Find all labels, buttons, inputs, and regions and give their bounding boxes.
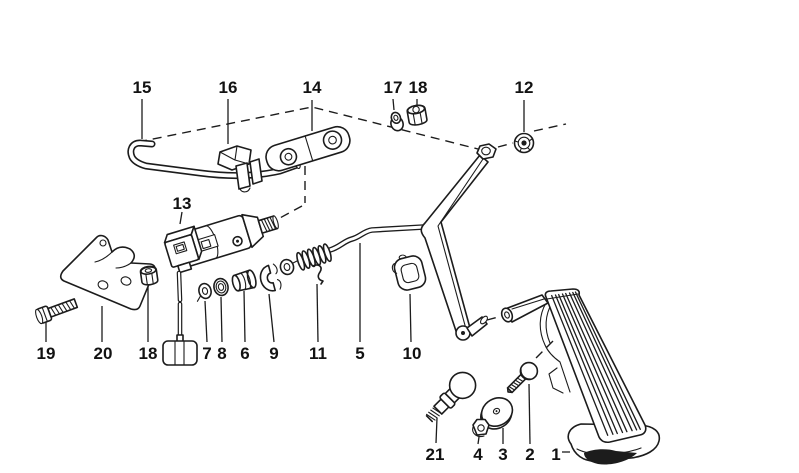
part-14-sleeve: [265, 125, 351, 172]
part-17-washer: [390, 111, 404, 132]
label-13: 13: [173, 194, 192, 213]
label-21: 21: [426, 445, 445, 464]
part-13-actuator: [162, 213, 279, 366]
part-4-nut: [472, 418, 490, 438]
label-17: 17: [384, 78, 403, 97]
part-10-grommet: [391, 254, 427, 291]
label-14: 14: [303, 78, 322, 97]
part-20-bracket: [59, 234, 156, 311]
part-6-bushing: [231, 269, 257, 292]
part-11-hook: [312, 264, 324, 285]
part-18-nut-bottom: [139, 265, 159, 286]
lever-arm: [420, 143, 497, 341]
label-3: 3: [498, 445, 507, 464]
label-11: 11: [309, 344, 327, 363]
label-9: 9: [269, 344, 278, 363]
label-6: 6: [240, 344, 249, 363]
callout-labels: 15 16 14 17 18 12 13 19 20 18 7 8 6 9 11…: [37, 78, 561, 464]
part-21-ball-stud: [425, 371, 477, 423]
part-8-washer: [213, 277, 229, 297]
part-3-disc: [480, 397, 514, 430]
pedal-ribs: [551, 291, 641, 436]
part-5-spring: [296, 243, 332, 271]
leader-lines: [45, 98, 570, 453]
label-7: 7: [202, 344, 211, 363]
part-2-screw: [506, 361, 539, 394]
label-10: 10: [403, 344, 422, 363]
label-18-top: 18: [409, 78, 428, 97]
part-16-holder: [217, 145, 263, 193]
part-18-nut-top: [406, 104, 428, 126]
label-1: 1: [551, 445, 560, 464]
assembly-dashed-lines: [137, 106, 567, 363]
label-8: 8: [217, 344, 226, 363]
label-2: 2: [525, 445, 534, 464]
label-5: 5: [355, 344, 364, 363]
part-9-fork-clip: [259, 263, 282, 292]
label-4: 4: [473, 445, 483, 464]
label-16: 16: [219, 78, 238, 97]
part-19-bolt: [35, 298, 79, 325]
label-15: 15: [133, 78, 152, 97]
part-5-rod-assembly: [279, 224, 427, 285]
lever-top-bolt: [476, 143, 497, 160]
label-18-bottom: 18: [139, 344, 158, 363]
part-12-nut: [513, 132, 535, 154]
label-19: 19: [37, 344, 56, 363]
part-1-pedal: [500, 288, 661, 465]
part-7-clip: [196, 282, 212, 302]
label-12: 12: [515, 78, 534, 97]
label-20: 20: [94, 344, 113, 363]
